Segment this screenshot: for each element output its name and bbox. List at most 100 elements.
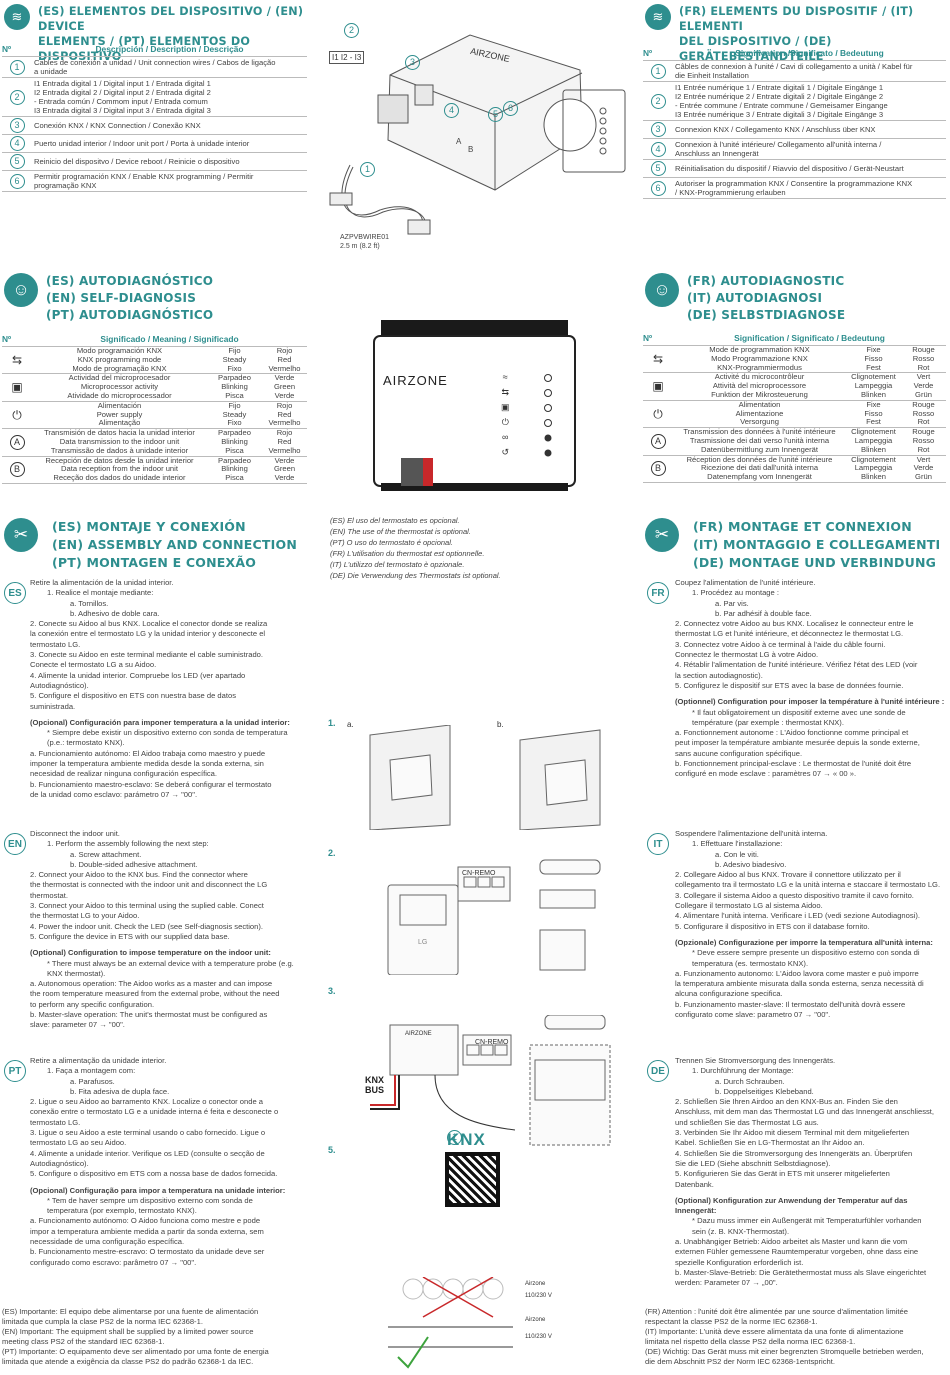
meaning-line: Réception des données de l'unité intérie… [686,454,833,464]
row-number-badge: 5 [9,154,25,169]
text-line: configurato come slave: parametro 07 → "… [675,1010,831,1020]
power-plug-icon: ⏻ [653,406,663,421]
state-line: Fijo [228,346,241,355]
col-meaning: Significado / Meaning / Significado [32,332,307,347]
row-number-cell: 5 [2,152,32,171]
text-line: Kabel. Schließen Sie en LG-Thermostat an… [675,1138,865,1148]
row-number-cell: 2 [643,81,673,121]
color-line: Green [273,464,296,474]
text-line: a. Parafusos. [70,1076,115,1086]
description-line: I1 Entrée numérique 1 / Entrate digitali… [675,83,884,92]
text-line: 3. Connectez votre Aidoo à ce terminal à… [675,639,886,649]
diag-icon-cell: ⏻ [643,400,673,429]
description-line: a unidade [34,67,68,76]
color-line: Rojo [276,346,293,355]
meaning-line: KNX-Programmiermodus [717,362,802,372]
qr-code[interactable] [445,1152,500,1207]
row-number-badge: 2 [650,93,666,109]
color-line: Grün [915,389,932,399]
text-line: 5. Configurare il dispositivo in ETS con… [675,921,870,931]
text-line: b. Funcionamento mestre-escravo: O termo… [30,1247,265,1257]
text-line: Datenbank. [675,1179,714,1189]
assembly-fr-title: (FR) MONTAGE ET CONNEXION (IT) MONTAGGIO… [693,519,941,570]
text-line: (Opcional) Configuração para impor a tem… [30,1185,286,1195]
diag-icon-cell: ▣ [643,372,673,401]
description-line: die Einheit Installation [675,71,749,80]
microprocessor-icon: ▣ [11,380,23,395]
color-line: Vermelho [268,418,301,428]
device-diagram: 2 3 4 5 6 1 A B I1 I2 - I3 AIRZONE AZPVB… [320,15,635,255]
color-line: Green [273,382,296,392]
text-line: 3. Connect your Aidoo to this terminal u… [30,901,264,911]
diag-icon-cell: ⏻ [2,401,32,430]
text-line: 3. Conecte su Aidoo en este terminal med… [30,650,264,660]
step-1-drawing [360,724,630,831]
row-description-cell: Cables de conexión a unidad / Unit conne… [32,56,307,78]
text-line: 2. Collegare Aidoo al bus KNX. Trovare i… [675,870,901,880]
text-line: b. Master-Slave-Betrieb: Die Gerätetherm… [675,1267,927,1277]
knx-programming-icon: ⇆ [501,387,510,397]
row-number-badge: 1 [9,59,25,75]
state-line: Blinken [861,444,886,454]
step-3-number: 3. [328,986,336,996]
row-number-cell: 3 [643,120,673,139]
color-line: Red [277,409,292,419]
text-line: (p.e.: termostato KNX). [47,738,125,748]
microprocessor-icon: ▣ [652,379,664,394]
text-line: 3. Ligue o seu Aidoo a este terminal usa… [30,1128,266,1138]
callout-5: 5 [488,107,503,122]
state-line: Blinking [221,464,248,474]
diag-fr-header: ☺ (FR) AUTODIAGNOSTIC (IT) AUTODIAGNOSI … [645,273,948,324]
meaning-line: Alimentação [98,418,141,428]
text-line: a. Durch Schrauben. [715,1076,785,1086]
description-line: - Entrée commune / Entrate commune / Gem… [675,101,888,110]
state-line: Blinking [221,436,248,446]
diag-fr-title: (FR) AUTODIAGNOSTIC (IT) AUTODIAGNOSI (D… [687,274,846,322]
assembly-text-it: Sospendere l'alimentazione dell'unità in… [675,829,947,1020]
text-line: 2. Conecte su Aidoo al bus KNX. Localice… [30,619,268,629]
col-no: Nº [643,331,673,346]
color-line: Rosso [912,435,935,445]
step-1-number: 1. [328,718,336,728]
tools-icon: ✂ [4,518,38,552]
volt-label-1: 110/230 V [525,1293,552,1299]
reset-icon: ↺ [501,447,510,457]
col-meaning: Signification / Significato / Bedeutung [673,331,946,346]
description-line: I2 Entrada digital 2 / Digital input 2 /… [34,88,211,97]
receive-b-icon: B [650,461,666,477]
meaning-line: Receção dos dados do unidade interior [53,473,186,483]
text-line: b. Par adhésif à double face. [715,608,812,618]
diag-meaning-cell: Réception des données de l'unité intérie… [673,454,846,483]
text-line: (Optionnel) Configuration pour imposer l… [675,697,945,707]
description-line: - Entrada común / Commom input / Entrada… [34,97,208,106]
diag-es-title: (ES) AUTODIAGNÓSTICO (EN) SELF-DIAGNOSIS… [46,274,214,322]
text-line: * Deve essere sempre presente un disposi… [692,948,920,958]
diag-icon-cell: A [643,427,673,456]
row-number-cell: 2 [2,77,32,117]
table-row: 1 Cables de conexión a unidad / Unit conn… [2,56,307,78]
text-line: Anschluss, mit dem man das Thermostat LG… [675,1107,935,1117]
state-line: Fixo [227,363,242,373]
lang-tag-de: DE [647,1060,669,1082]
text-line: Retire a alimentação da unidade interior… [30,1056,167,1065]
diag-row: B Réception des données de l'unité intéri… [643,454,946,483]
meaning-line: Modo Programmazione KNX [711,353,808,363]
text-line: 2. Ligue o seu Aidoo ao barramento KNX. … [30,1097,264,1107]
state-line: Pisca [225,473,244,483]
callout-1: 1 [360,162,375,177]
text-line: b. Adesivo biadesivo. [715,859,787,869]
text-line: 2. Schließen Sie Ihren Airdoo an den KNX… [675,1097,898,1107]
text-line: 4. Alimente a unidade interior. Verifiqu… [30,1148,265,1158]
color-line: Verde [274,473,295,483]
callout-6: 6 [503,101,518,116]
